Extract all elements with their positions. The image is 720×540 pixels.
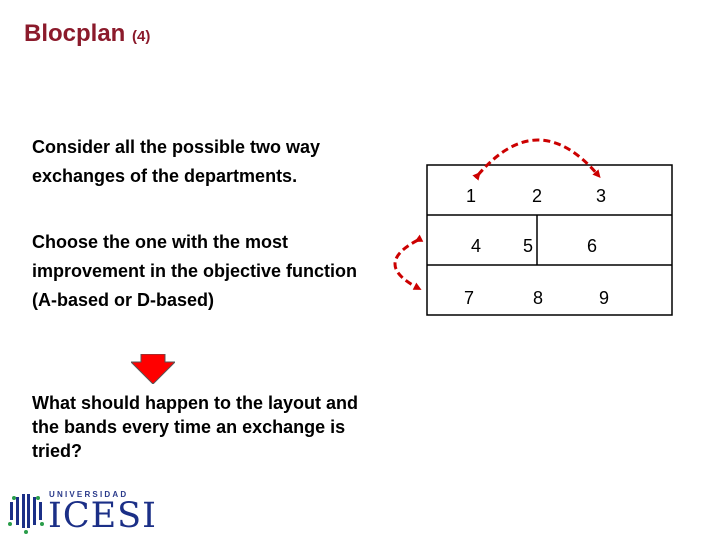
- grid-lines: [426, 164, 673, 316]
- university-logo: UNIVERSIDAD ICESI: [6, 490, 156, 535]
- slide-title: Blocplan (4): [24, 20, 150, 48]
- layout-diagram: 1 2 3 4 5 6 7 8 9: [393, 138, 673, 316]
- cell-9: 9: [599, 288, 609, 308]
- exchange-arrow-1-3: [472, 138, 601, 181]
- cell-4: 4: [471, 236, 481, 256]
- cell-7: 7: [464, 288, 474, 308]
- logo-main-text: ICESI: [48, 496, 157, 536]
- down-arrow-icon: [131, 354, 175, 384]
- title-suffix: (4): [132, 28, 151, 45]
- logo-top-text: UNIVERSIDAD: [49, 490, 129, 499]
- cell-8: 8: [533, 288, 543, 308]
- title-main: Blocplan: [24, 20, 126, 47]
- cell-3: 3: [596, 186, 606, 206]
- cell-2: 2: [532, 186, 542, 206]
- cell-1: 1: [466, 186, 476, 206]
- cell-6: 6: [587, 236, 597, 256]
- paragraph-consider-exchanges: Consider all the possible two way exchan…: [32, 137, 321, 186]
- exchange-arrow-4-7: [393, 234, 424, 290]
- icesi-emblem-icon: [8, 494, 44, 534]
- paragraph-choose-improvement: Choose the one with the most improvement…: [32, 232, 358, 310]
- cell-5: 5: [523, 236, 533, 256]
- paragraph-question: What should happen to the layout and the…: [32, 393, 358, 461]
